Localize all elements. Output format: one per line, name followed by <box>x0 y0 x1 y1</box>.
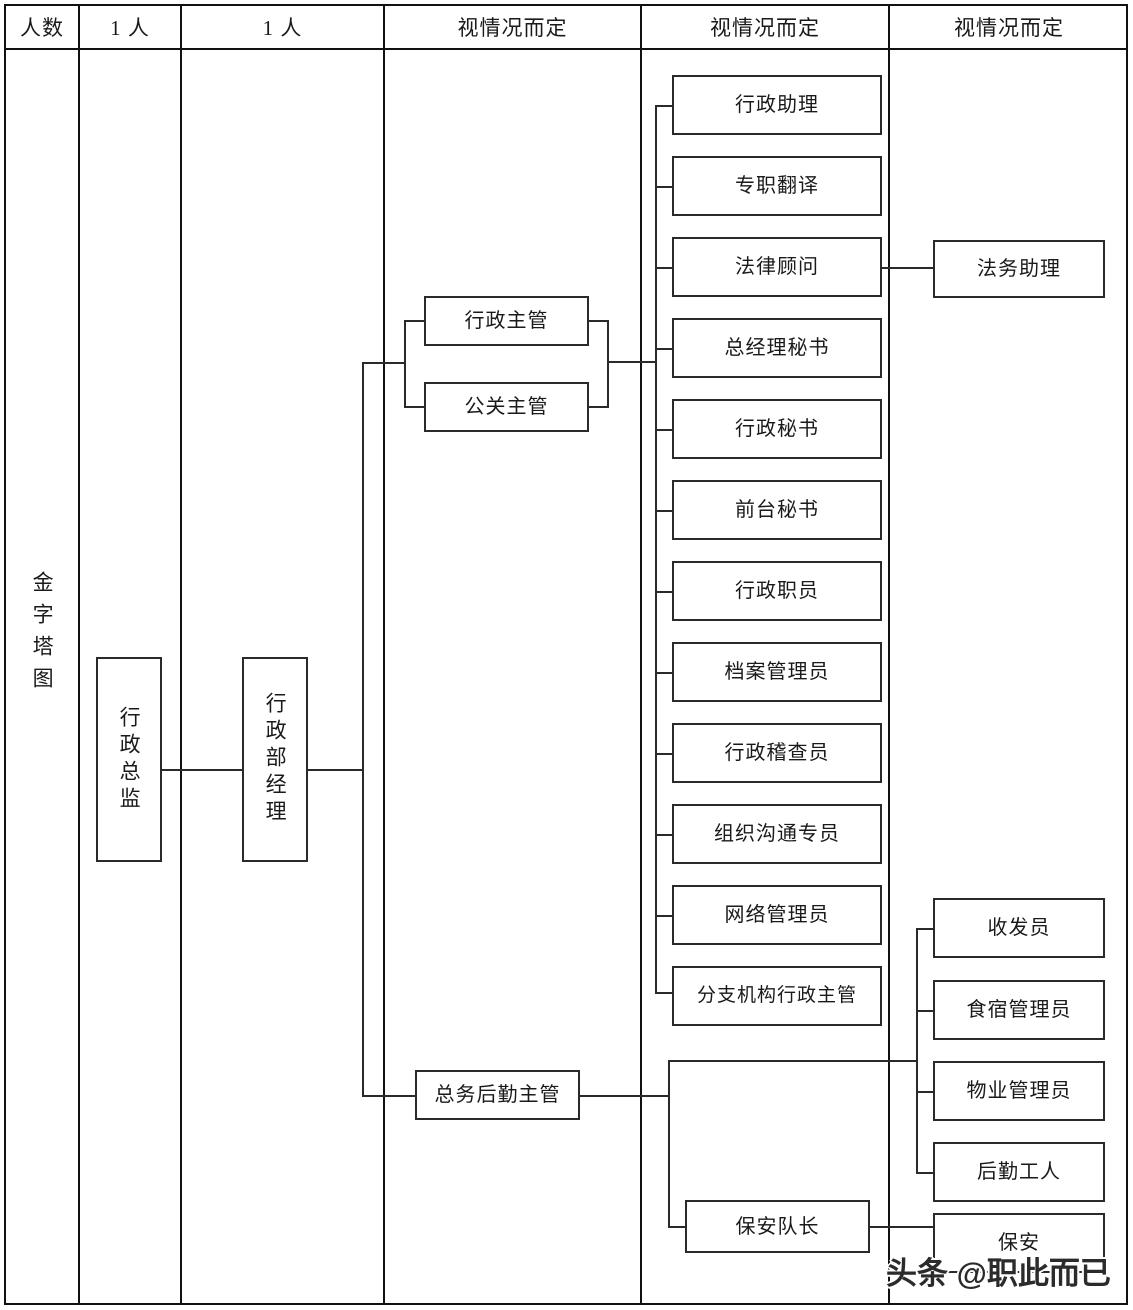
node-administrative-supervisor[interactable]: 行政主管 <box>424 296 589 346</box>
connector-stub-admin-9 <box>655 753 672 755</box>
node-full-time-translator[interactable]: 专职翻译 <box>672 156 882 216</box>
node-legal-counsel[interactable]: 法律顾问 <box>672 237 882 297</box>
connector-logistics-staff-trunk <box>916 928 918 1172</box>
header-cell-2: 1 人 <box>262 16 303 40</box>
node-catering-accommodation-administrator[interactable]: 食宿管理员 <box>933 980 1105 1040</box>
connector-supervisor-right-top <box>589 320 609 322</box>
node-administrative-manager[interactable]: 行政部经理 <box>242 657 308 862</box>
connector-stub-admin-11 <box>655 915 672 917</box>
connector-supervisor-right-trunk <box>607 320 609 408</box>
connector-security-captain-to-guard <box>870 1226 933 1228</box>
node-administrative-manager-label: 行政部经理 <box>263 692 288 827</box>
connector-director-to-manager <box>162 769 242 771</box>
connector-supervisor-left-trunk <box>404 320 406 408</box>
node-mail-clerk[interactable]: 收发员 <box>933 898 1105 958</box>
header-cell-1: 1 人 <box>110 16 150 40</box>
connector-to-logistics-supervisor <box>362 1095 415 1097</box>
header-cell-count-label: 人数 <box>20 16 64 40</box>
column-divider-5 <box>888 4 890 1305</box>
connector-manager-stem <box>308 769 364 771</box>
node-branch-administrative-supervisor[interactable]: 分支机构行政主管 <box>672 966 882 1026</box>
connector-stub-logistics-2 <box>916 1010 933 1012</box>
node-property-administrator[interactable]: 物业管理员 <box>933 1061 1105 1121</box>
node-security-guard[interactable]: 保安 <box>933 1213 1105 1273</box>
watermark: 头条 @职此而已 <box>886 1256 1111 1291</box>
header-cell-4: 视情况而定 <box>710 16 820 40</box>
connector-admin-staff-trunk <box>655 105 657 992</box>
node-general-manager-secretary[interactable]: 总经理秘书 <box>672 318 882 378</box>
node-public-relations-supervisor[interactable]: 公关主管 <box>424 382 589 432</box>
connector-stub-admin-2 <box>655 186 672 188</box>
table-frame <box>4 4 1128 1305</box>
node-administrative-assistant[interactable]: 行政助理 <box>672 75 882 135</box>
node-administrative-clerk[interactable]: 行政职员 <box>672 561 882 621</box>
column-divider-3 <box>383 4 385 1305</box>
node-administrative-director[interactable]: 行政总监 <box>96 657 162 862</box>
connector-stub-admin-3 <box>655 267 672 269</box>
connector-logistics-to-staff-group <box>668 1060 918 1062</box>
node-administrative-secretary[interactable]: 行政秘书 <box>672 399 882 459</box>
connector-stub-admin-5 <box>655 429 672 431</box>
node-security-captain[interactable]: 保安队长 <box>685 1200 870 1253</box>
column-divider-4 <box>640 4 642 1305</box>
header-cell-5: 视情况而定 <box>954 16 1064 40</box>
node-archives-administrator[interactable]: 档案管理员 <box>672 642 882 702</box>
row-label-text: 金字塔图 <box>30 571 55 699</box>
connector-stub-logistics-4 <box>916 1172 933 1174</box>
column-divider-2 <box>180 4 182 1305</box>
connector-supervisor-left-bottom <box>404 406 424 408</box>
row-label-pyramid-chart: 金字塔图 <box>6 520 78 750</box>
connector-logistics-to-security-captain <box>668 1226 685 1228</box>
connector-stub-admin-8 <box>655 672 672 674</box>
node-network-administrator[interactable]: 网络管理员 <box>672 885 882 945</box>
connector-supervisor-to-staff-trunk <box>607 361 655 363</box>
connector-stub-admin-4 <box>655 348 672 350</box>
connector-stub-admin-10 <box>655 834 672 836</box>
node-front-desk-secretary[interactable]: 前台秘书 <box>672 480 882 540</box>
connector-stub-admin-7 <box>655 591 672 593</box>
connector-manager-trunk <box>362 362 364 1097</box>
connector-stub-admin-6 <box>655 510 672 512</box>
connector-logistics-stem <box>580 1095 670 1097</box>
connector-logistics-trunk <box>668 1060 670 1228</box>
node-logistics-worker[interactable]: 后勤工人 <box>933 1142 1105 1202</box>
connector-to-supervisor-group <box>362 362 406 364</box>
node-legal-assistant[interactable]: 法务助理 <box>933 240 1105 298</box>
connector-stub-logistics-3 <box>916 1091 933 1093</box>
column-divider-1 <box>78 4 80 1305</box>
node-general-affairs-logistics-supervisor[interactable]: 总务后勤主管 <box>415 1070 580 1120</box>
connector-legal-counsel-to-assistant <box>882 267 933 269</box>
connector-supervisor-left-top <box>404 320 424 322</box>
connector-stub-logistics-1 <box>916 928 933 930</box>
connector-stub-admin-1 <box>655 105 672 107</box>
connector-stub-admin-12 <box>655 992 672 994</box>
node-administrative-director-label: 行政总监 <box>117 705 142 814</box>
node-administrative-inspector[interactable]: 行政稽查员 <box>672 723 882 783</box>
connector-supervisor-right-bottom <box>589 406 609 408</box>
header-divider <box>4 48 1128 50</box>
header-cell-3: 视情况而定 <box>457 16 568 40</box>
node-organizational-communication-specialist[interactable]: 组织沟通专员 <box>672 804 882 864</box>
